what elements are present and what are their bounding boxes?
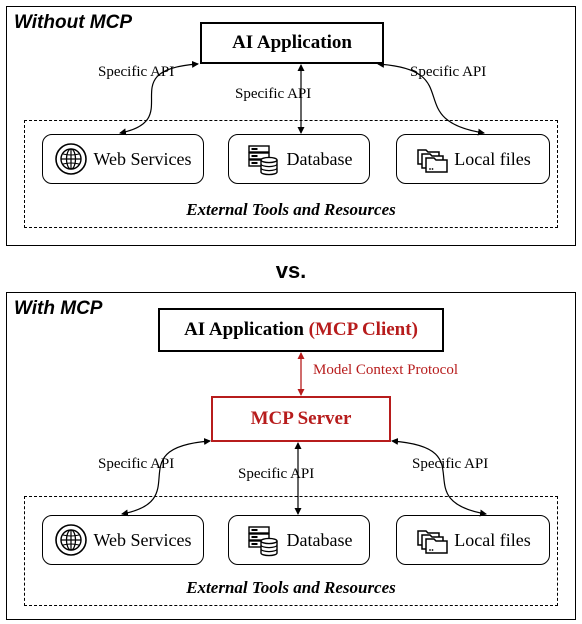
database-label: Database [286, 148, 353, 169]
protocol-label: Model Context Protocol [313, 362, 458, 378]
ai-application-label: AI Application [184, 319, 304, 340]
external-resources-group-2 [24, 496, 558, 606]
arrow-app-web [119, 60, 199, 136]
external-resources-label: External Tools and Resources [186, 200, 396, 219]
mcp-server-box: MCP Server [211, 396, 391, 442]
local-files-label: Local files [454, 148, 531, 169]
ai-application-label: AI Application [232, 32, 352, 53]
web-services-label: Web Services [93, 148, 192, 169]
arrow-server-web [121, 437, 211, 517]
arrow-app-local [377, 60, 485, 136]
web-services-label: Web Services [93, 529, 192, 550]
web-services-box-2: Web Services [42, 515, 204, 565]
ai-application-client-box: AI Application (MCP Client) [158, 308, 444, 352]
mcp-client-label: (MCP Client) [308, 319, 418, 340]
database-server-icon [247, 526, 278, 557]
without-mcp-panel [6, 6, 576, 246]
api-label-center: Specific API [235, 86, 312, 102]
vs-label: vs. [275, 258, 307, 283]
globe-icon [55, 524, 88, 556]
database-server-icon [247, 145, 278, 176]
external-resources-label-2: External Tools and Resources [186, 578, 396, 597]
local-files-label: Local files [454, 529, 531, 550]
local-files-box-2: Local files [396, 515, 550, 565]
external-resources-group [24, 120, 558, 228]
database-box-2: Database [228, 515, 370, 565]
with-mcp-title: With MCP [14, 298, 103, 319]
local-files-box: Local files [396, 134, 550, 184]
ai-application-box: AI Application [200, 22, 384, 64]
web-services-box: Web Services [42, 134, 204, 184]
arrow-server-local [391, 437, 487, 517]
without-mcp-title: Without MCP [14, 12, 133, 33]
with-mcp-panel [6, 292, 576, 620]
folders-icon [417, 530, 449, 554]
folders-icon [417, 149, 449, 173]
globe-icon [55, 143, 88, 175]
database-label: Database [286, 529, 353, 550]
database-box: Database [228, 134, 370, 184]
mcp-server-label: MCP Server [250, 408, 352, 429]
